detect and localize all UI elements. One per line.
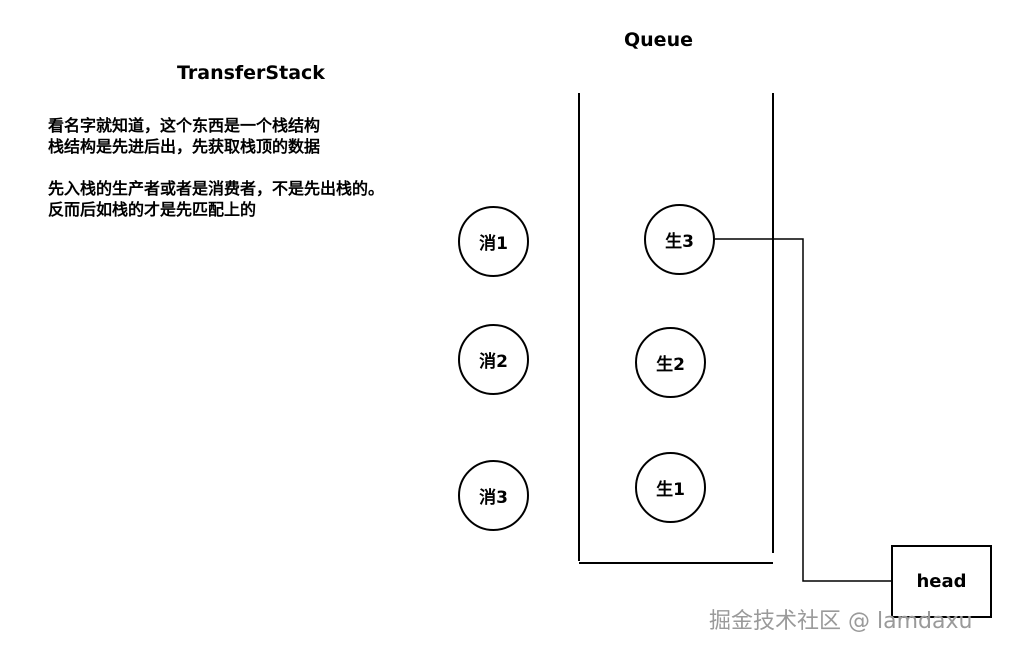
watermark: 掘金技术社区 @ lamdaxu xyxy=(709,609,973,634)
description: 看名字就知道，这个东西是一个栈结构 栈结构是先进后出，先获取栈顶的数据 先入栈的… xyxy=(48,115,448,220)
head-connector xyxy=(715,238,893,582)
consumer-node-2: 消2 xyxy=(458,324,529,395)
description-line-4: 反而后如栈的才是先匹配上的 xyxy=(48,200,257,219)
description-line-1: 看名字就知道，这个东西是一个栈结构 xyxy=(48,116,321,135)
description-line-3: 先入栈的生产者或者是消费者，不是先出栈的。 xyxy=(48,179,385,198)
description-line-2: 栈结构是先进后出，先获取栈顶的数据 xyxy=(48,137,321,156)
producer-node-2: 生2 xyxy=(635,327,706,398)
producer-node-1: 生1 xyxy=(635,452,706,523)
producer-node-3: 生3 xyxy=(644,204,715,275)
consumer-node-3: 消3 xyxy=(458,460,529,531)
queue-title: Queue xyxy=(624,29,693,51)
transfer-stack-title: TransferStack xyxy=(177,62,325,84)
head-box: head xyxy=(891,545,992,618)
consumer-node-1: 消1 xyxy=(458,206,529,277)
